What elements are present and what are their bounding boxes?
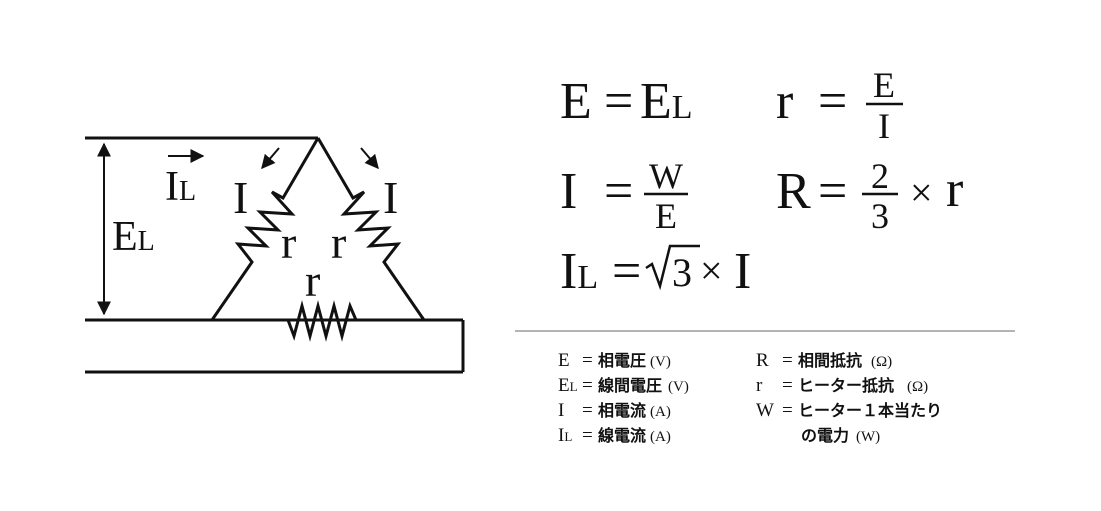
svg-text:相間抵抗: 相間抵抗 bbox=[798, 351, 862, 370]
svg-text:IL: IL bbox=[558, 425, 572, 446]
svg-text:3: 3 bbox=[871, 196, 889, 236]
legend-row-heater-resistance: r = ヒーター抵抗 (Ω) bbox=[756, 375, 928, 396]
legend: E = 相電圧 (V) EL = 線間電圧 (V) I = 相電流 (A) IL… bbox=[558, 350, 942, 446]
svg-text:=: = bbox=[582, 375, 593, 396]
svg-text:r: r bbox=[756, 375, 763, 396]
svg-text:2: 2 bbox=[871, 156, 889, 196]
svg-text:I: I bbox=[878, 106, 890, 146]
svg-text:ヒーター抵抗: ヒーター抵抗 bbox=[798, 376, 894, 395]
svg-text:I: I bbox=[734, 243, 751, 300]
formulas: E = EL r = E I I = W E R = 2 3 × r bbox=[560, 65, 963, 300]
formula-line-current: IL = 3 × I bbox=[560, 243, 751, 300]
svg-text:×: × bbox=[910, 170, 933, 215]
svg-text:E: E bbox=[560, 73, 592, 130]
svg-text:=: = bbox=[582, 400, 593, 421]
bottom-resistor bbox=[280, 300, 364, 342]
svg-text:=: = bbox=[782, 400, 793, 421]
svg-text:W: W bbox=[756, 400, 774, 421]
svg-text:ヒーター１本当たり: ヒーター１本当たり bbox=[798, 401, 942, 420]
circuit: EL IL I I r r r bbox=[85, 136, 465, 374]
phase-current-label-left: I bbox=[233, 172, 248, 223]
svg-text:R: R bbox=[776, 163, 811, 220]
resistor-label-right: r bbox=[331, 217, 346, 268]
legend-row-phase-current: I = 相電流 (A) bbox=[558, 400, 671, 421]
legend-row-phase-resistance: R = 相間抵抗 (Ω) bbox=[756, 350, 892, 371]
svg-text:(V): (V) bbox=[650, 354, 671, 370]
svg-text:R: R bbox=[756, 350, 769, 371]
legend-row-phase-voltage: E = 相電圧 (V) bbox=[558, 350, 671, 371]
svg-text:r: r bbox=[776, 73, 793, 130]
svg-text:相電圧: 相電圧 bbox=[598, 351, 646, 370]
svg-text:=: = bbox=[604, 73, 633, 130]
svg-text:E: E bbox=[655, 196, 677, 236]
svg-text:(Ω): (Ω) bbox=[907, 379, 928, 395]
svg-text:IL: IL bbox=[560, 243, 598, 300]
svg-text:線電流: 線電流 bbox=[598, 426, 646, 445]
phase-current-arrow-right bbox=[360, 147, 379, 170]
phase-current-arrow-left bbox=[261, 147, 280, 170]
right-delta-leg bbox=[316, 137, 426, 321]
formula-phase-voltage: E = EL bbox=[560, 73, 693, 130]
formula-heater-resistance: r = E I bbox=[776, 65, 903, 146]
legend-row-line-current: IL = 線電流 (A) bbox=[558, 425, 671, 446]
svg-text:(Ω): (Ω) bbox=[871, 354, 892, 370]
legend-row-line-voltage: EL = 線間電圧 (V) bbox=[558, 375, 689, 396]
svg-text:=: = bbox=[818, 73, 847, 130]
line-current-label: IL bbox=[165, 164, 196, 210]
svg-text:EL: EL bbox=[640, 73, 693, 130]
line-voltage-label: EL bbox=[112, 214, 155, 260]
svg-text:(A): (A) bbox=[650, 404, 671, 420]
formula-phase-resistance: R = 2 3 × r bbox=[776, 156, 963, 236]
svg-text:=: = bbox=[818, 163, 847, 220]
legend-row-heater-power-cont: の電力 (W) bbox=[801, 426, 880, 445]
svg-text:E: E bbox=[558, 350, 570, 371]
svg-text:=: = bbox=[782, 350, 793, 371]
svg-text:3: 3 bbox=[672, 250, 692, 295]
svg-text:線間電圧: 線間電圧 bbox=[598, 376, 662, 395]
svg-text:EL: EL bbox=[558, 375, 578, 396]
phase-current-label-right: I bbox=[383, 172, 398, 223]
svg-text:r: r bbox=[946, 161, 963, 218]
svg-text:=: = bbox=[582, 425, 593, 446]
resistor-label-bottom: r bbox=[305, 255, 320, 306]
svg-text:=: = bbox=[782, 375, 793, 396]
svg-text:W: W bbox=[649, 156, 683, 196]
svg-text:(A): (A) bbox=[650, 429, 671, 445]
svg-text:E: E bbox=[873, 65, 895, 105]
square-root-sign bbox=[645, 244, 700, 291]
svg-text:相電流: 相電流 bbox=[598, 401, 646, 420]
resistor-label-left: r bbox=[281, 217, 296, 268]
svg-text:=: = bbox=[612, 243, 641, 300]
svg-text:I: I bbox=[560, 163, 577, 220]
legend-row-heater-power: W = ヒーター１本当たり bbox=[756, 400, 942, 421]
svg-text:×: × bbox=[700, 248, 723, 293]
formula-phase-current: I = W E bbox=[560, 156, 688, 236]
svg-text:(W): (W) bbox=[856, 429, 880, 445]
svg-text:I: I bbox=[558, 400, 564, 421]
svg-text:の電力: の電力 bbox=[801, 426, 849, 445]
left-delta-leg bbox=[210, 137, 320, 321]
svg-text:=: = bbox=[582, 350, 593, 371]
svg-text:(V): (V) bbox=[668, 379, 689, 395]
svg-text:=: = bbox=[604, 163, 633, 220]
